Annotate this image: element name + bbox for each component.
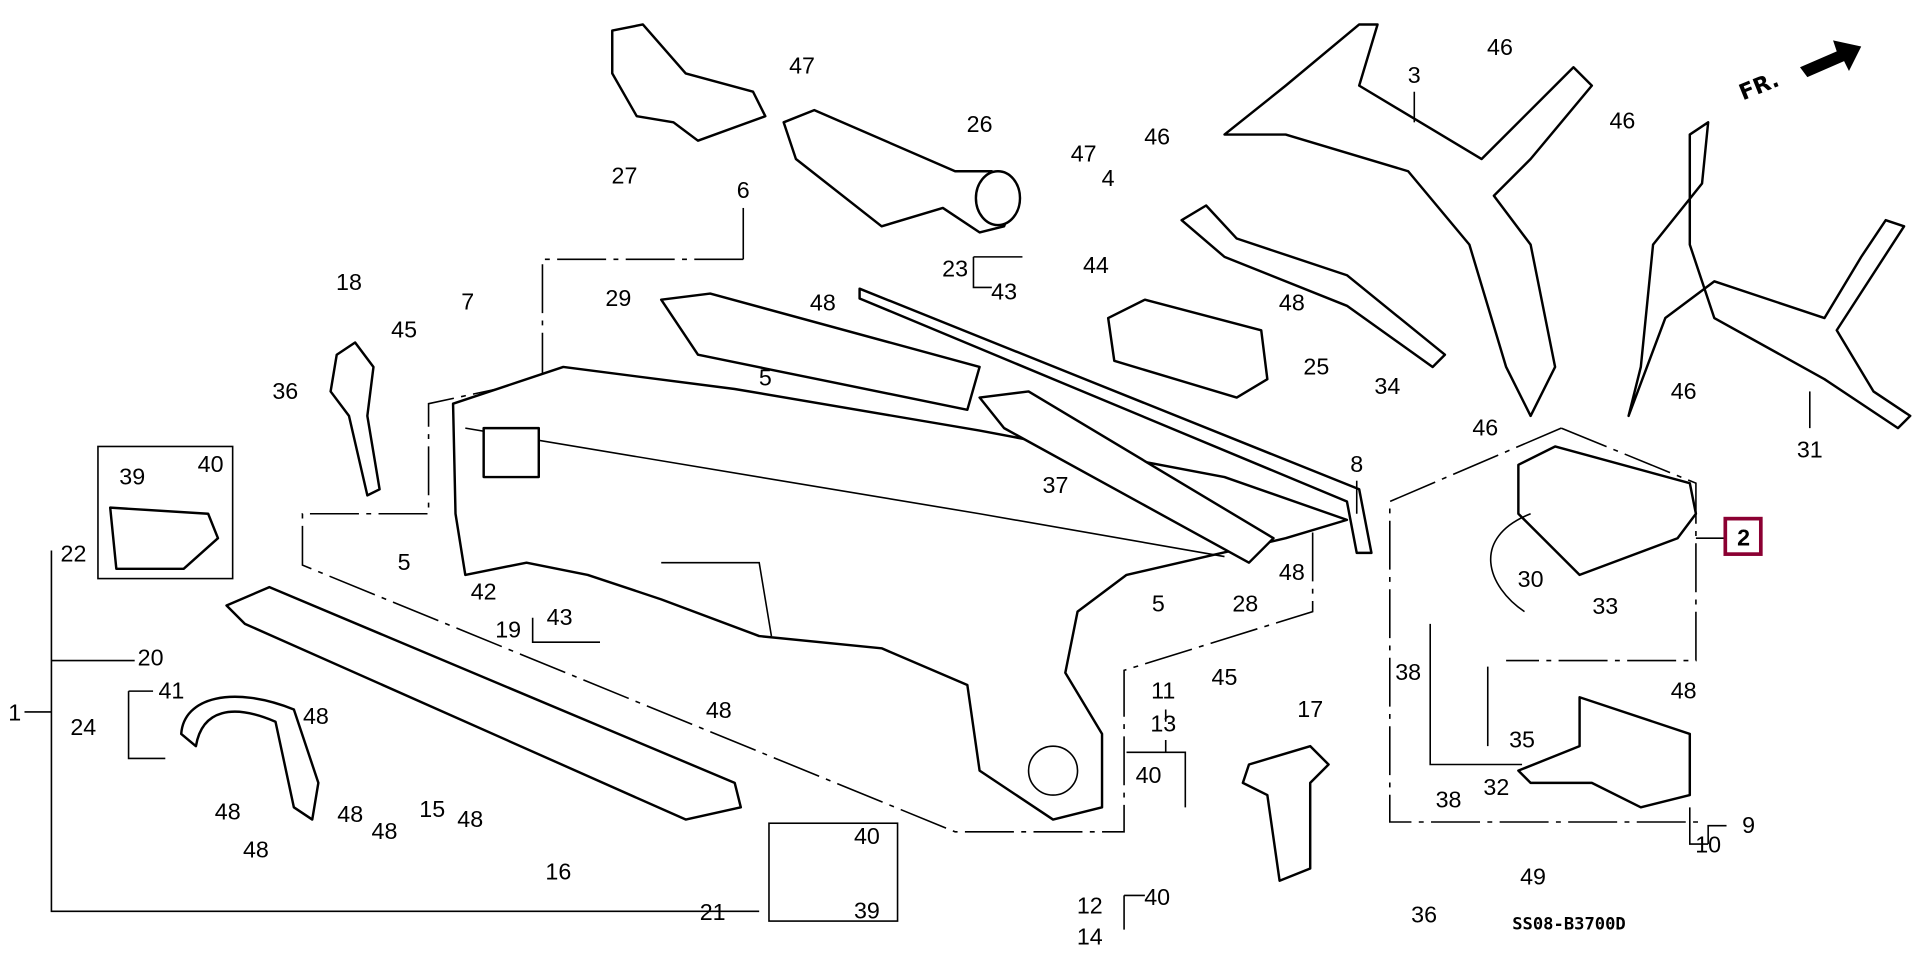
panel-22 — [108, 506, 220, 571]
callout[interactable]: 34 — [1374, 373, 1400, 399]
callout[interactable]: 24 — [70, 714, 96, 740]
callout[interactable]: 32 — [1483, 774, 1509, 800]
callout[interactable]: 25 — [1303, 353, 1329, 379]
callout[interactable]: 16 — [545, 859, 571, 885]
callout[interactable]: 47 — [789, 52, 815, 78]
callout[interactable]: 6 — [737, 177, 750, 203]
airbag-2 — [1489, 445, 1698, 613]
arrow-icon — [1800, 40, 1862, 78]
leader-lines — [531, 91, 1811, 845]
diagram-code: SS08-B3700D — [1512, 915, 1625, 935]
callout[interactable]: 17 — [1297, 696, 1323, 722]
callout[interactable]: 4 — [1102, 165, 1115, 191]
highlight-box — [1723, 516, 1763, 556]
callout[interactable]: 39 — [119, 463, 145, 489]
callout[interactable]: 7 — [461, 288, 474, 314]
bracket-31 — [1627, 121, 1912, 430]
group-outlines — [24, 258, 1703, 930]
callout-labels: 47 27 26 6 47 4 46 3 46 46 18 7 45 29 48… — [8, 34, 1823, 949]
callout[interactable]: 40 — [1136, 762, 1162, 788]
svg-text:FR.: FR. — [1736, 68, 1783, 106]
bracket-9 — [1517, 696, 1692, 809]
callout[interactable]: 3 — [1408, 62, 1421, 88]
bracket-17 — [1241, 744, 1330, 882]
callout[interactable]: 48 — [706, 697, 732, 723]
callout[interactable]: 48 — [1671, 677, 1697, 703]
front-direction-indicator: FR. — [1736, 40, 1862, 106]
callout[interactable]: 13 — [1150, 710, 1176, 736]
callout[interactable]: 48 — [1279, 559, 1305, 585]
callout-highlighted[interactable]: 2 — [1737, 525, 1750, 551]
callout[interactable]: 28 — [1232, 591, 1258, 617]
callout[interactable]: 40 — [854, 823, 880, 849]
callout[interactable]: 44 — [1083, 252, 1109, 278]
callout[interactable]: 39 — [854, 898, 880, 924]
callout[interactable]: 5 — [1152, 591, 1165, 617]
callout[interactable]: 11 — [1151, 677, 1175, 703]
callout[interactable]: 15 — [419, 796, 445, 822]
callout[interactable]: 48 — [215, 799, 241, 825]
callout[interactable]: 37 — [1043, 472, 1069, 498]
callout[interactable]: 47 — [1071, 140, 1097, 166]
callout[interactable]: 35 — [1509, 726, 1535, 752]
duct-27 — [611, 23, 767, 142]
callout[interactable]: 26 — [967, 111, 993, 137]
defroster-29 — [660, 292, 1275, 564]
callout[interactable]: 10 — [1695, 832, 1721, 858]
callout[interactable]: 27 — [612, 162, 638, 188]
callout[interactable]: 22 — [61, 540, 87, 566]
callout[interactable]: 23 — [942, 255, 968, 281]
callout[interactable]: 18 — [336, 269, 362, 295]
callout[interactable]: 46 — [1487, 34, 1513, 60]
callout[interactable]: 5 — [759, 364, 772, 390]
duct-26 — [782, 108, 1022, 234]
callout[interactable]: 38 — [1436, 786, 1462, 812]
callout[interactable]: 1 — [8, 699, 21, 725]
callout[interactable]: 48 — [303, 703, 329, 729]
callout[interactable]: 45 — [1212, 664, 1238, 690]
bracket-3 — [1223, 23, 1594, 418]
callout[interactable]: 14 — [1077, 923, 1103, 949]
callout[interactable]: 21 — [700, 899, 726, 925]
callout[interactable]: 46 — [1610, 107, 1636, 133]
callout[interactable]: 43 — [547, 604, 573, 630]
callout[interactable]: 38 — [1395, 659, 1421, 685]
callout[interactable]: 5 — [398, 549, 411, 575]
callout[interactable]: 30 — [1518, 566, 1544, 592]
callout[interactable]: 33 — [1592, 593, 1618, 619]
callout[interactable]: 48 — [372, 818, 398, 844]
callout[interactable]: 46 — [1671, 378, 1697, 404]
callout[interactable]: 48 — [1279, 290, 1305, 316]
callout[interactable]: 46 — [1144, 123, 1170, 149]
vent-25 — [1106, 298, 1269, 399]
callout[interactable]: 48 — [243, 836, 269, 862]
callout[interactable]: 42 — [471, 578, 497, 604]
bracket-34 — [1180, 204, 1447, 369]
callout[interactable]: 12 — [1077, 893, 1103, 919]
callout[interactable]: 8 — [1350, 451, 1363, 477]
callout[interactable]: 43 — [991, 279, 1017, 305]
callout[interactable]: 31 — [1797, 436, 1823, 462]
callout[interactable]: 36 — [272, 378, 298, 404]
callout[interactable]: 48 — [337, 801, 363, 827]
callout[interactable]: 40 — [1144, 884, 1170, 910]
handle-24 — [180, 695, 320, 821]
callout[interactable]: 48 — [457, 806, 483, 832]
callout[interactable]: 48 — [810, 290, 836, 316]
callout[interactable]: 36 — [1411, 901, 1437, 927]
callout[interactable]: 40 — [198, 451, 224, 477]
bracket-18 — [329, 341, 381, 497]
callout[interactable]: 19 — [495, 616, 521, 642]
callout[interactable]: 29 — [605, 285, 631, 311]
callout[interactable]: 45 — [391, 317, 417, 343]
callout[interactable]: 41 — [158, 677, 184, 703]
callout[interactable]: 49 — [1520, 863, 1546, 889]
lower-panel-20 — [225, 585, 743, 821]
callout[interactable]: 9 — [1742, 812, 1755, 838]
callout[interactable]: 46 — [1472, 414, 1498, 440]
callout[interactable]: 20 — [138, 644, 164, 670]
